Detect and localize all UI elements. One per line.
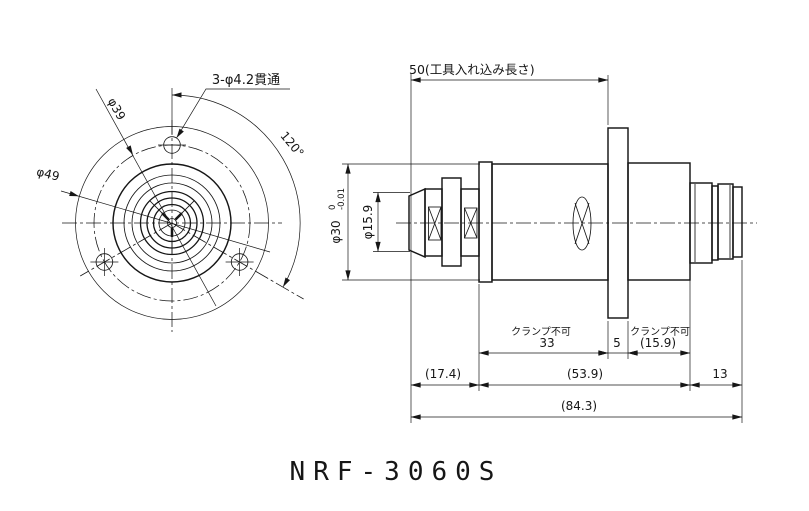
outer-dia-label: φ49 [35, 165, 61, 184]
body-dia-tol-upper: 0 [328, 205, 338, 210]
bolt-circle-callout: φ39 [95, 88, 217, 307]
mounting-holes [90, 136, 254, 276]
set-screw-symbol [572, 196, 592, 251]
front-plate [478, 161, 493, 283]
bolt-circle-arrow [126, 145, 133, 155]
hole-centerline-lower-right [171, 222, 304, 300]
front-len-value: (17.4) [425, 367, 461, 381]
hole-callout: 3-φ4.2貫通 [176, 73, 290, 139]
angle-arrow-bottom [283, 277, 291, 287]
dimensions: 50(工具入れ込み長さ) φ30 0 -0.01 φ15.9 [328, 62, 743, 423]
hole-angle-label: 120° [277, 129, 306, 160]
clamp-right-len: (15.9) [640, 336, 676, 350]
clamp-left-len: 33 [539, 336, 554, 350]
angle-arrow-top [172, 92, 182, 98]
collet-nose [408, 187, 426, 259]
collet-ring-front [424, 188, 443, 257]
bearing-symbol-front [428, 206, 442, 241]
hole-callout-arrow [176, 128, 184, 138]
nose-dia-value: φ15.9 [361, 205, 375, 240]
inner-circle-1 [123, 174, 221, 272]
side-view [396, 127, 757, 319]
flange-width-value: 5 [613, 336, 621, 350]
outer-dia-callout: φ49 [35, 165, 271, 253]
collet-ring-rear [460, 188, 480, 257]
inner-circle-2 [131, 182, 213, 264]
outer-dia-arrow [69, 191, 79, 197]
center-bore-circle [167, 218, 177, 228]
dim-nose-dia: φ15.9 [361, 192, 410, 252]
total-len-value: (84.3) [561, 399, 597, 413]
front-view: 120° 3-φ4.2貫通 φ39 φ49 [35, 73, 307, 332]
dim-row-total: (84.3) [410, 399, 743, 420]
body-circle [112, 163, 232, 283]
body-dia-value: φ30 [329, 220, 343, 243]
rear-cylinder [627, 162, 691, 281]
dim-body-dia: φ30 0 -0.01 [328, 163, 480, 281]
hole-centerline-lower-left [80, 222, 173, 277]
bolt-circle-label: φ39 [105, 95, 128, 122]
part-number: NRF-3060S [290, 457, 503, 487]
body-dia-tol-lower: -0.01 [337, 188, 347, 210]
dim-row-sections: (17.4) (53.9) 13 [410, 367, 743, 388]
rear-tip [732, 186, 743, 258]
mid-len-value: (53.9) [567, 367, 603, 381]
collet-nut [441, 177, 462, 267]
collet-slots [149, 200, 195, 255]
bearing-symbol-rear [464, 207, 478, 239]
dim-row-clamp: クランプ不可 33 5 クランプ不可 (15.9) [478, 326, 691, 356]
rear-step-3 [717, 183, 734, 260]
tool-length-value: 50(工具入れ込み長さ) [409, 62, 535, 77]
clamp-note-right: クランプ不可 [630, 326, 690, 338]
rear-len-value: 13 [712, 367, 727, 381]
dim-tool-length: 50(工具入れ込み長さ) [409, 62, 609, 83]
clamp-note-left: クランプ不可 [511, 326, 571, 338]
hole-callout-label: 3-φ4.2貫通 [212, 73, 280, 88]
